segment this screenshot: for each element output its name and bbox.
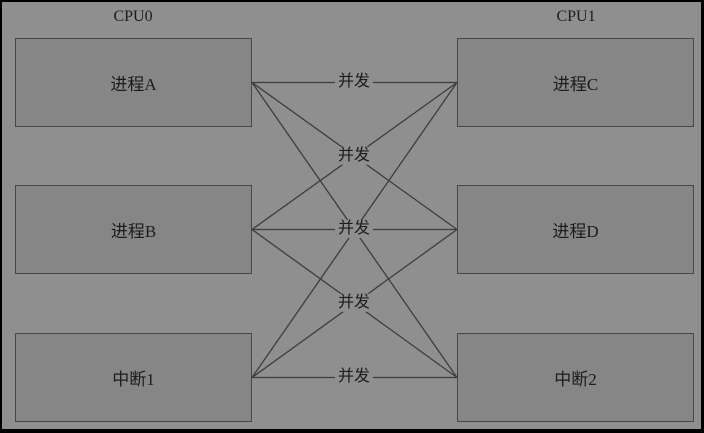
concurrent-label-3: 并发	[334, 219, 374, 239]
concurrent-label-2: 并发	[334, 146, 374, 166]
node-process-a-label: 进程A	[110, 75, 157, 94]
node-process-b: 进程B	[15, 185, 252, 274]
node-process-d-label: 进程D	[552, 222, 599, 241]
node-process-c: 进程C	[457, 38, 694, 127]
node-interrupt-2: 中断2	[457, 333, 694, 422]
cpu0-title: CPU0	[113, 8, 153, 25]
node-interrupt-1: 中断1	[15, 333, 252, 422]
node-interrupt-1-label: 中断1	[112, 370, 155, 389]
concurrent-label-1: 并发	[334, 72, 374, 92]
cpu1-title: CPU1	[556, 8, 596, 25]
node-process-d: 进程D	[457, 185, 694, 274]
node-process-b-label: 进程B	[110, 222, 157, 241]
node-interrupt-2-label: 中断2	[554, 370, 597, 389]
concurrent-label-4: 并发	[334, 293, 374, 313]
node-process-c-label: 进程C	[552, 75, 599, 94]
node-process-a: 进程A	[15, 38, 252, 127]
concurrent-label-5: 并发	[334, 367, 374, 387]
